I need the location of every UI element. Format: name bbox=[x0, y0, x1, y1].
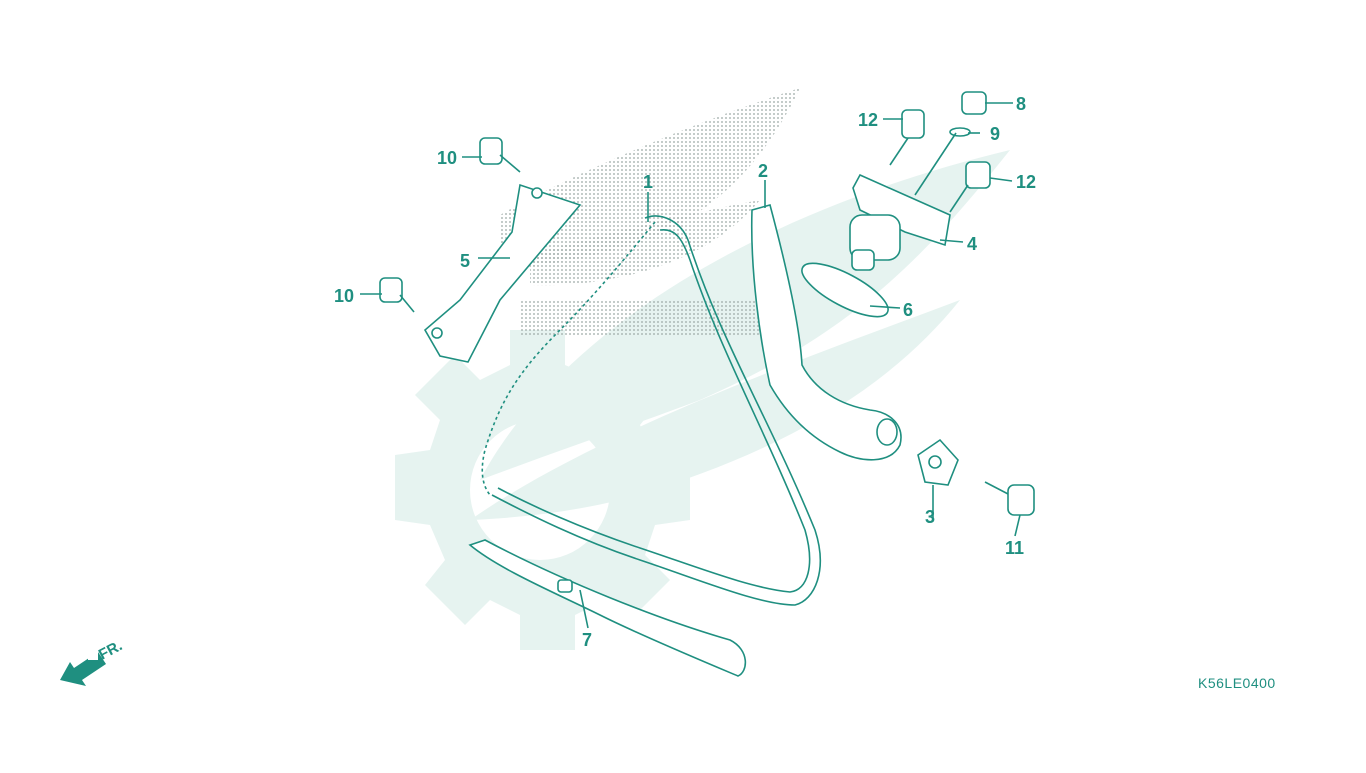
callout-9: 9 bbox=[990, 124, 1000, 144]
callout-11: 11 bbox=[1005, 538, 1024, 558]
bolt-12-right bbox=[949, 161, 991, 213]
part-2-tensioner-arm bbox=[750, 204, 902, 461]
bolt-11 bbox=[984, 481, 1035, 516]
bolt-12-left bbox=[889, 109, 925, 166]
callout-6: 6 bbox=[903, 300, 913, 320]
front-direction-arrow: FR. bbox=[60, 637, 125, 686]
callout-2: 2 bbox=[758, 161, 768, 181]
part-3-pivot bbox=[917, 438, 959, 486]
part-7-guide bbox=[468, 539, 747, 677]
part-6-gasket bbox=[801, 262, 889, 318]
callout-7: 7 bbox=[582, 630, 592, 650]
callout-10-upper: 10 bbox=[437, 148, 457, 168]
part-1-cam-chain bbox=[481, 215, 821, 606]
part-4-tensioner bbox=[849, 173, 951, 271]
callout-12-right: 12 bbox=[1016, 172, 1036, 192]
washer-9 bbox=[949, 127, 971, 137]
part-5-plate bbox=[423, 183, 582, 363]
callout-10-lower: 10 bbox=[334, 286, 354, 306]
bolt-10-upper bbox=[479, 137, 521, 173]
leader-lines bbox=[360, 102, 1021, 629]
callout-4: 4 bbox=[967, 234, 977, 254]
bolt-10-lower bbox=[379, 277, 415, 313]
callout-3: 3 bbox=[925, 507, 935, 527]
callout-8: 8 bbox=[1016, 94, 1026, 114]
diagram-code: K56LE0400 bbox=[1198, 675, 1276, 691]
halftone-wing-logo bbox=[500, 88, 800, 335]
callout-5: 5 bbox=[460, 251, 470, 271]
callout-1: 1 bbox=[643, 172, 653, 192]
bolt-8 bbox=[961, 91, 987, 115]
callout-12-left: 12 bbox=[858, 110, 878, 130]
